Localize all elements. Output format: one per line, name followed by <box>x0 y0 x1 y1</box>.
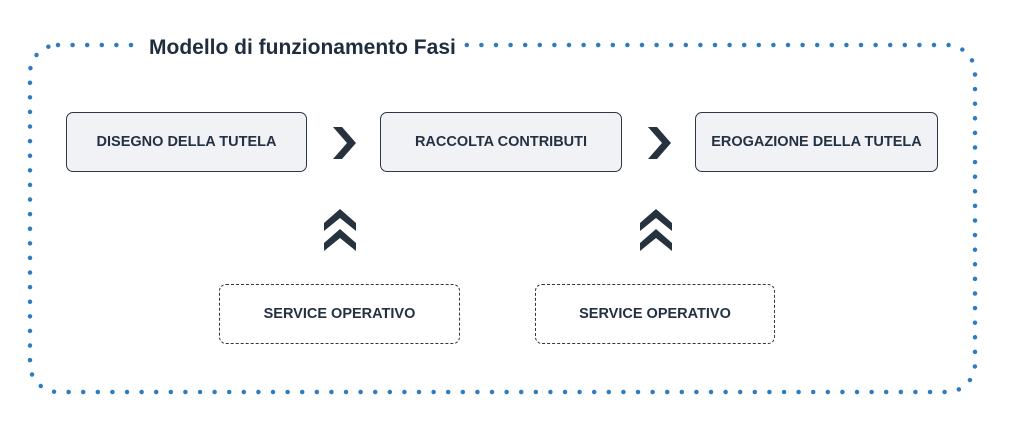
diagram-title: Modello di funzionamento Fasi <box>143 33 462 63</box>
dotted-frame-outline <box>27 42 978 395</box>
phase-box-disegno: DISEGNO DELLA TUTELA <box>66 112 307 172</box>
phase-box-erogazione: EROGAZIONE DELLA TUTELA <box>695 112 938 172</box>
service-box-left: SERVICE OPERATIVO <box>219 284 460 344</box>
double-chevron-up-icon <box>640 209 672 251</box>
chevron-right-icon <box>333 127 356 159</box>
chevron-right-icon <box>648 127 671 159</box>
service-box-right: SERVICE OPERATIVO <box>535 284 775 344</box>
phase-box-raccolta: RACCOLTA CONTRIBUTI <box>380 112 622 172</box>
double-chevron-up-icon <box>324 209 356 251</box>
